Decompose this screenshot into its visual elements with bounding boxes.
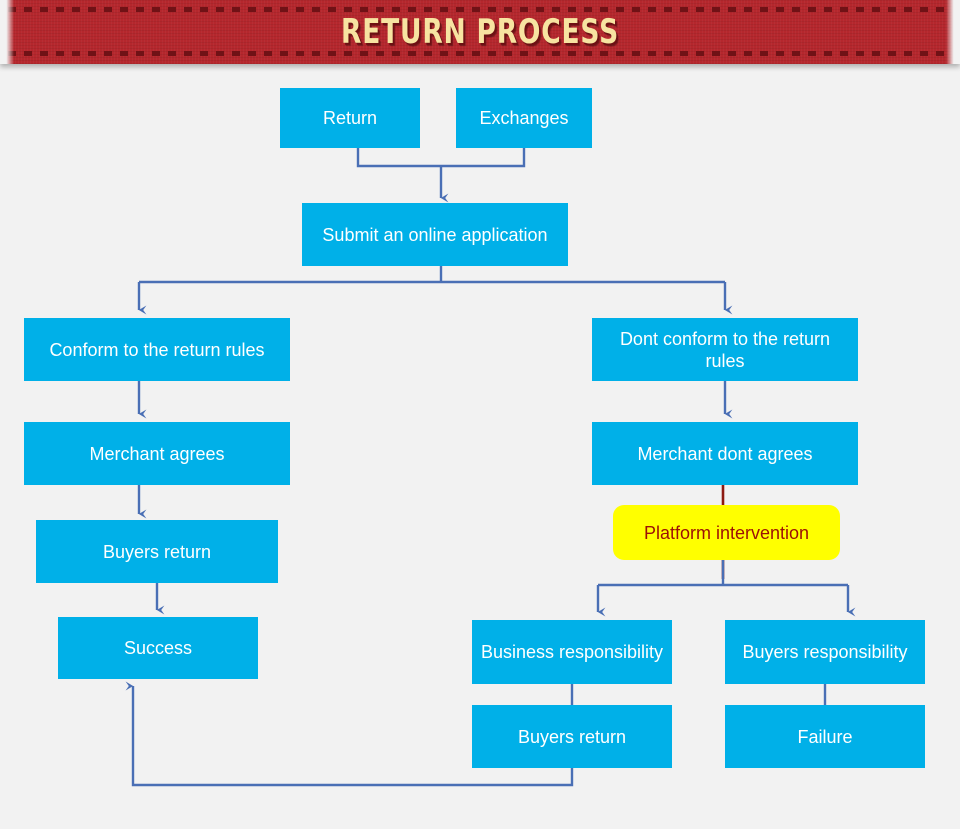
node-buyers-responsibility-label: Buyers responsibility [742,642,908,662]
page-title: RETURN PROCESS [341,12,619,52]
banner-dashed-rule-bottom [8,51,952,56]
wire-top-merge [356,148,526,168]
node-failure[interactable]: Failure [725,705,925,768]
node-dont-conform-label: Dont conform to the return rules [619,328,831,371]
node-success[interactable]: Success [58,617,258,679]
node-exchanges-label: Exchanges [479,108,569,128]
node-conform-label: Conform to the return rules [49,339,265,360]
node-merchant-dont-agrees[interactable]: Merchant dont agrees [592,422,858,485]
node-merchant-agrees-label: Merchant agrees [89,443,225,464]
banner-dashed-rule-top [8,7,952,12]
node-platform-intervention[interactable]: Platform intervention [613,505,840,560]
node-buyers-return-left-label: Buyers return [102,541,212,562]
node-return-label: Return [322,108,378,128]
node-exchanges[interactable]: Exchanges [456,88,592,148]
node-business-responsibility[interactable]: Business responsibility [472,620,672,684]
node-submit-label: Submit an online application [322,224,548,245]
node-buyers-return-left[interactable]: Buyers return [36,520,278,583]
node-business-responsibility-label: Business responsibility [480,642,664,662]
node-dont-conform-to-return-rules[interactable]: Dont conform to the return rules [592,318,858,381]
node-buyers-responsibility[interactable]: Buyers responsibility [725,620,925,684]
banner-edge-right [946,0,960,64]
banner-edge-left [0,0,14,64]
node-return[interactable]: Return [280,88,420,148]
node-platform-intervention-label: Platform intervention [643,522,810,543]
flowchart-canvas: Return Exchanges Submit an online applic… [0,64,960,829]
node-success-label: Success [123,638,193,658]
node-merchant-dont-agrees-label: Merchant dont agrees [637,443,813,464]
header-banner: RETURN PROCESS [0,0,960,64]
node-buyers-return-right[interactable]: Buyers return [472,705,672,768]
node-merchant-agrees[interactable]: Merchant agrees [24,422,290,485]
wire-feedback-to-success [125,681,574,787]
node-submit-online-application[interactable]: Submit an online application [302,203,568,266]
node-conform-to-return-rules[interactable]: Conform to the return rules [24,318,290,381]
node-buyers-return-right-label: Buyers return [517,726,627,747]
node-failure-label: Failure [797,726,853,747]
